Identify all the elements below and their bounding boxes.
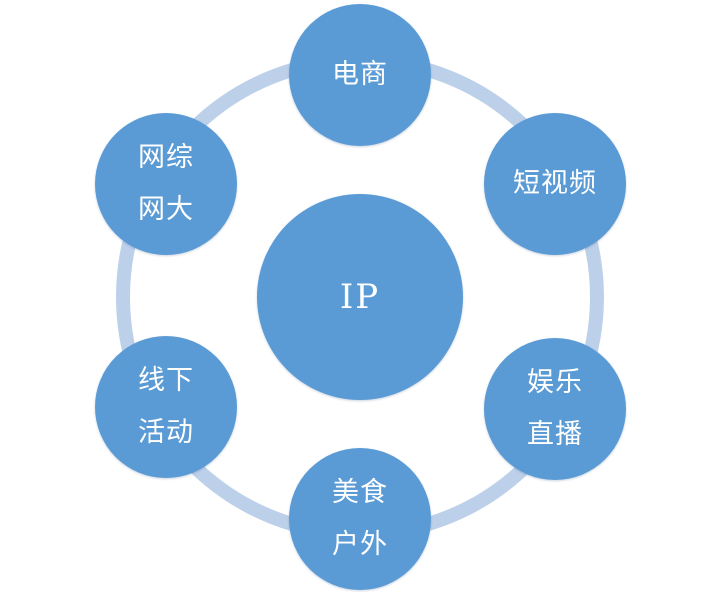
node-label-line-1: 线下 bbox=[138, 365, 194, 396]
node-offline-events: 线下 活动 bbox=[95, 336, 237, 478]
node-label: 电商 bbox=[332, 59, 388, 90]
node-label-line-1: 网综 bbox=[138, 142, 194, 173]
node-live-streaming: 娱乐 直播 bbox=[484, 338, 626, 480]
node-label-line-1: 美食 bbox=[332, 477, 388, 508]
center-node-ip: IP bbox=[257, 194, 463, 400]
center-label: IP bbox=[339, 277, 381, 317]
node-label-line-2: 户外 bbox=[332, 529, 388, 560]
node-label-line-2: 直播 bbox=[527, 419, 583, 450]
node-variety-shows: 网综 网大 bbox=[95, 113, 237, 255]
node-label: 短视频 bbox=[513, 168, 597, 199]
node-label-line-1: 娱乐 bbox=[527, 367, 583, 398]
node-label-line-2: 网大 bbox=[138, 194, 194, 225]
node-label-line-2: 活动 bbox=[138, 417, 194, 448]
node-food-outdoor: 美食 户外 bbox=[289, 448, 431, 590]
node-ecommerce: 电商 bbox=[289, 4, 431, 146]
node-short-video: 短视频 bbox=[484, 113, 626, 255]
